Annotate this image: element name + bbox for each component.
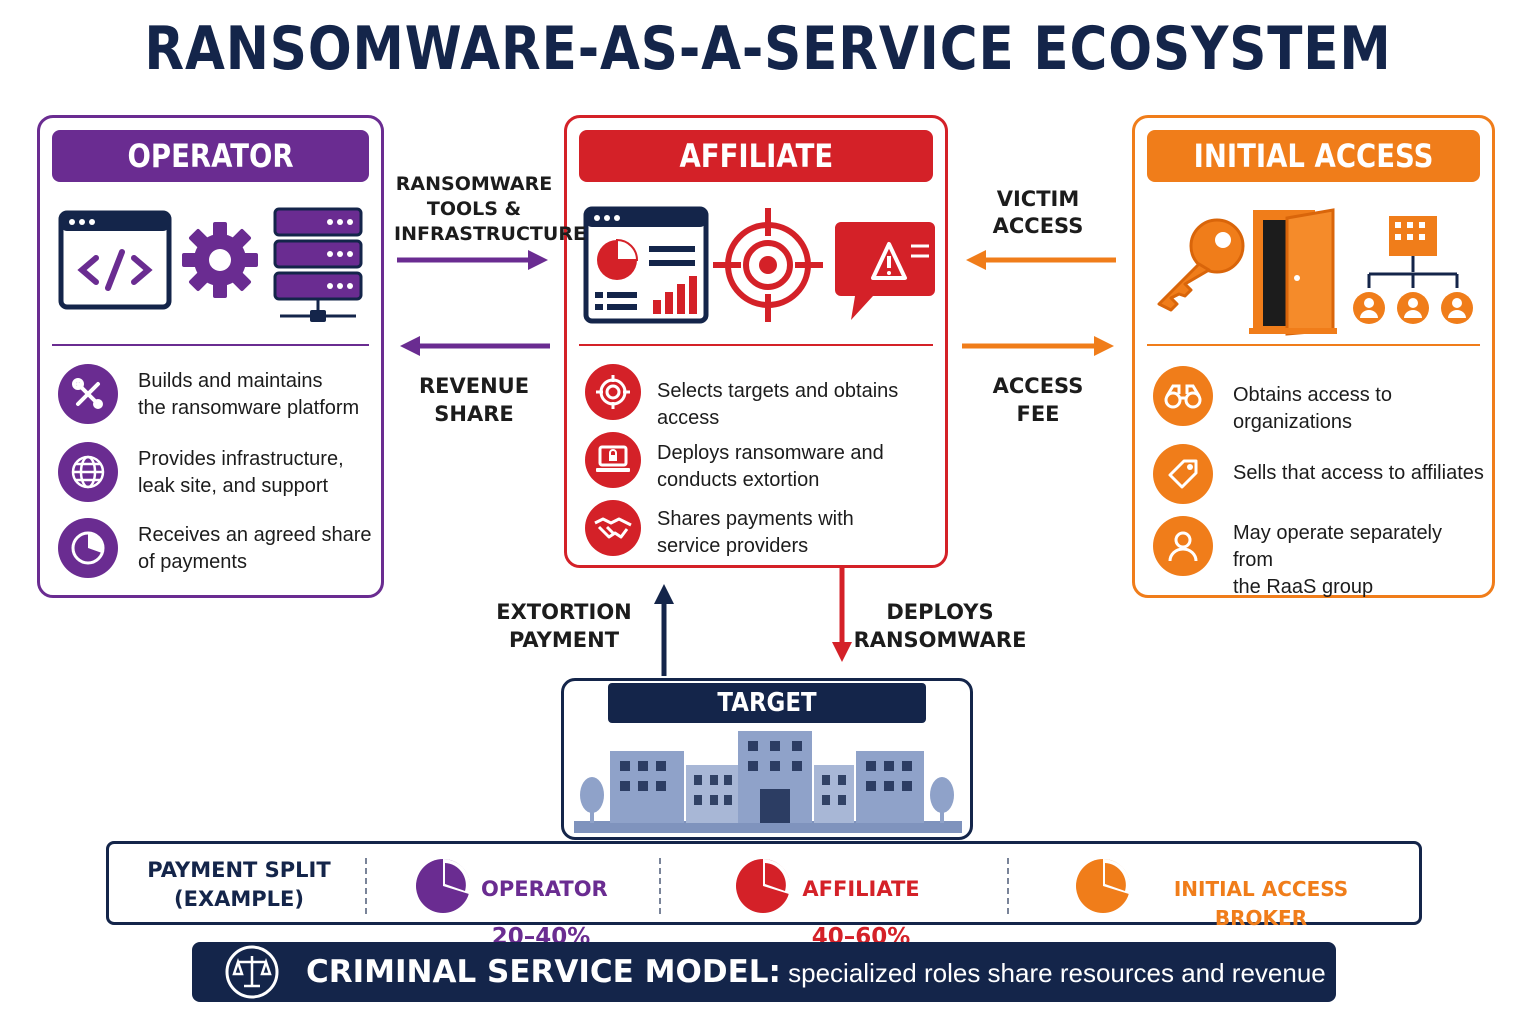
person-icon (1153, 516, 1213, 576)
handshake-icon (585, 500, 641, 556)
payment-split-box: PAYMENT SPLIT (EXAMPLE) OPERATOR 20–40% … (106, 841, 1422, 979)
broker-share-pie-icon (1076, 858, 1131, 913)
broker-item-1: Obtains access to organizations (1153, 366, 1484, 433)
operator-item-3: Receives an agreed share of payments (58, 518, 373, 582)
extortion-payment-label: EXTORTION PAYMENT (496, 600, 632, 652)
deploys-label: DEPLOYS RANSOMWARE (853, 600, 1027, 652)
operator-item-2: Provides infrastructure, leak site, and … (58, 442, 373, 506)
split-divider (365, 858, 367, 914)
split-divider (1007, 858, 1009, 914)
tools-label: RANSOMWARE TOOLS & INFRASTRUCTURE (394, 173, 586, 245)
target-panel: TARGET ORGANIZATION (561, 678, 973, 840)
operator-header: OPERATOR (52, 130, 369, 182)
affiliate-header: AFFILIATE (579, 130, 933, 182)
broker-divider (1147, 344, 1480, 346)
globe-icon (58, 442, 118, 502)
payment-split-label: PAYMENT SPLIT (EXAMPLE) (147, 858, 331, 911)
wrench-screwdriver-icon (58, 364, 118, 424)
key-icon (1157, 218, 1245, 312)
pie-chart-icon (58, 518, 118, 578)
operator-share-pie-icon (416, 858, 471, 913)
city-buildings-icon (574, 731, 962, 833)
criminal-service-model-banner: CRIMINAL SERVICE MODEL: specialized role… (192, 942, 1336, 1002)
gear-icon (182, 222, 258, 298)
affiliate-item-2: Deploys ransomware and conducts extortio… (585, 432, 937, 496)
operator-item-1: Builds and maintains the ransomware plat… (58, 364, 373, 428)
access-fee-label: ACCESS FEE (992, 374, 1084, 426)
revenue-label: REVENUE SHARE (418, 374, 530, 426)
organization-network-icon (1353, 216, 1473, 324)
code-window-icon (58, 210, 172, 310)
affiliate-item-3: Shares payments with service providers (585, 500, 937, 564)
broker-item-3: May operate separately from the RaaS gro… (1153, 516, 1484, 598)
open-door-icon (1249, 208, 1337, 336)
page-title: RANSOMWARE-AS-A-SERVICE ECOSYSTEM (144, 14, 1392, 84)
crosshair-target-icon (713, 208, 823, 322)
affiliate-share: AFFILIATE 40–60% (802, 877, 920, 950)
operator-share: OPERATOR 20–40% (481, 877, 608, 950)
scales-of-justice-icon (225, 945, 279, 999)
affiliate-panel: AFFILIATE Selects (564, 115, 948, 568)
target-icon (585, 364, 641, 420)
victim-access-label: VICTIM ACCESS (992, 187, 1084, 238)
broker-item-2: Sells that access to affiliates (1153, 444, 1484, 508)
operator-divider (52, 344, 369, 346)
affiliate-item-1: Selects targets and obtains access (585, 364, 937, 429)
dashboard-window-icon (583, 206, 709, 324)
alert-message-icon (835, 222, 935, 320)
binoculars-icon (1153, 366, 1213, 426)
locked-laptop-icon (585, 432, 641, 488)
price-tag-icon (1153, 444, 1213, 504)
operator-panel: OPERATOR (37, 115, 384, 598)
banner-text: CRIMINAL SERVICE MODEL: specialized role… (306, 954, 1326, 990)
affiliate-share-pie-icon (736, 858, 791, 913)
server-rack-icon (273, 207, 363, 322)
broker-panel: INITIAL ACCESS BROKER Obtains acces (1132, 115, 1495, 598)
affiliate-divider (579, 344, 933, 346)
split-divider (659, 858, 661, 914)
target-header: TARGET ORGANIZATION (608, 683, 926, 758)
